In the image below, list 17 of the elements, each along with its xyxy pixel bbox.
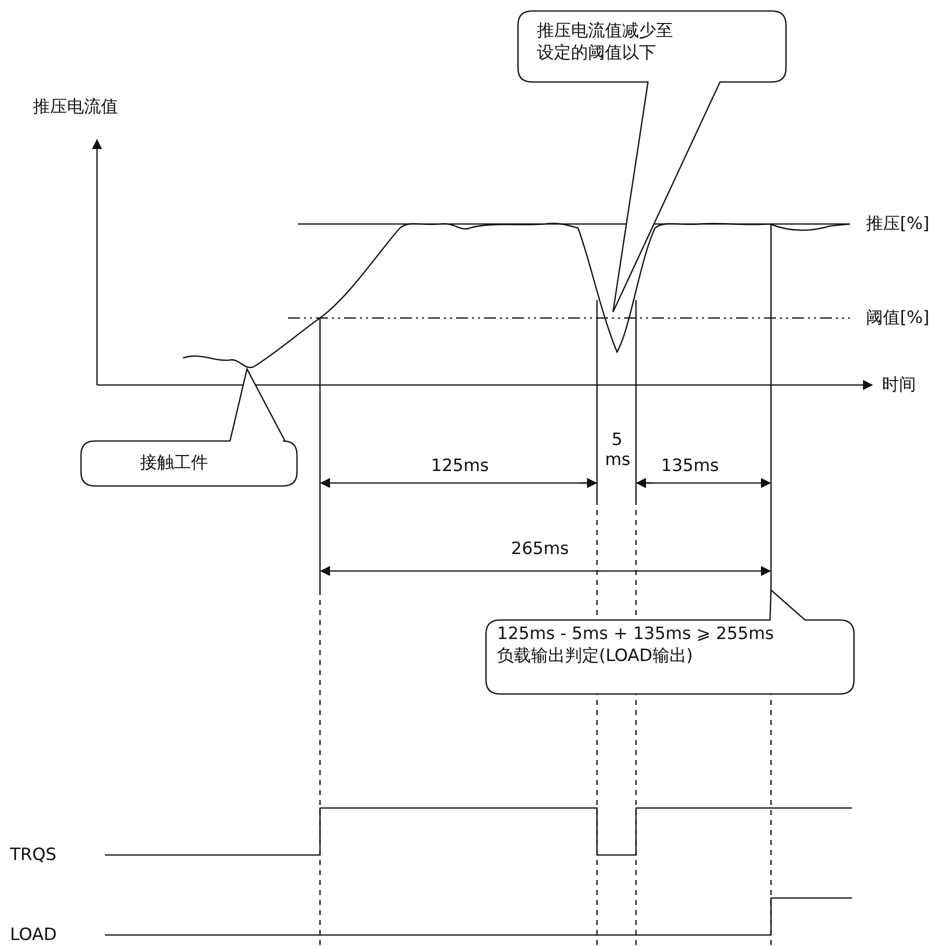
callout-bubble xyxy=(517,10,787,315)
axis-label: 推压[%] xyxy=(866,214,930,234)
axis-label: 时间 xyxy=(882,375,916,395)
signal-name: LOAD xyxy=(10,925,57,945)
dimension-value: 265ms xyxy=(511,539,569,559)
callout-bubble xyxy=(485,588,855,696)
dimension-value: 135ms xyxy=(661,456,719,476)
callout-text: 125ms - 5ms + 135ms ⩾ 255ms xyxy=(497,623,775,645)
callout-text: 接触工件 xyxy=(140,452,209,474)
axis-label: 阈值[%] xyxy=(866,308,930,328)
axis-label: 推压电流值 xyxy=(33,97,118,117)
callout-bubble xyxy=(80,365,298,488)
signal-name: TRQS xyxy=(10,845,56,865)
dimension-value: 125ms xyxy=(431,456,489,476)
callout-text: 推压电流值减少至设定的阈值以下 xyxy=(537,20,674,64)
dimension-value: 5 ms xyxy=(605,430,629,470)
callout-text: 负载输出判定(LOAD输出) xyxy=(497,645,694,667)
